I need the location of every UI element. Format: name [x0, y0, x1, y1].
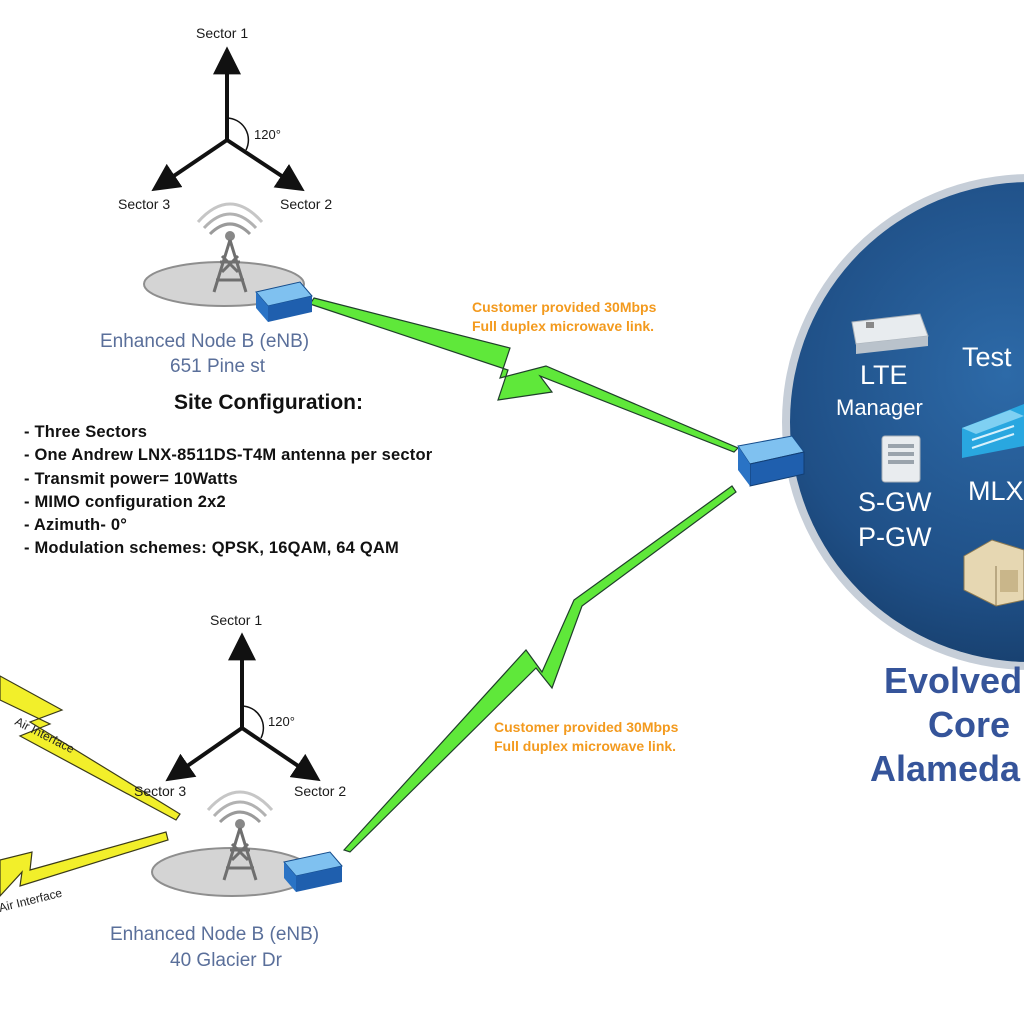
site-a-sector1-label: Sector 1 [196, 25, 248, 41]
site-a: Sector 1 Sector 2 Sector 3 120° Enhanced… [100, 25, 332, 377]
site-b-angle-label: 120° [268, 714, 295, 729]
sgw-label: S-GW [858, 487, 932, 517]
site-b-sector-axes [165, 632, 321, 782]
core-network: LTE Manager Test S-GW P-GW MLX [782, 174, 1024, 670]
site-b-sector1-label: Sector 1 [210, 612, 262, 628]
microwave-link-top [309, 297, 740, 453]
site-config-item: - Transmit power= 10Watts [24, 469, 238, 488]
epc-title-line1: Evolved [884, 660, 1022, 701]
air-interface-link-lower [0, 831, 169, 897]
site-a-sector2-label: Sector 2 [280, 196, 332, 212]
site-a-enb-name: Enhanced Node B (eNB) [100, 331, 309, 352]
aggregation-switch-icon [737, 435, 805, 487]
pgw-label: P-GW [858, 522, 932, 552]
site-config-item: - MIMO configuration 2x2 [24, 492, 226, 511]
epc-title-line3: Alameda [870, 748, 1021, 789]
mlx-switch-icon [962, 404, 1024, 458]
site-b: Sector 1 Sector 2 Sector 3 120° Enhanced… [110, 612, 346, 971]
gateway-server-icon [881, 435, 921, 483]
site-configuration-title: Site Configuration: [174, 391, 363, 414]
top-link-label-line2: Full duplex microwave link. [472, 318, 654, 334]
lte-manager-server-icon [851, 313, 929, 354]
epc-title-line2: Core [928, 704, 1010, 745]
site-a-sector-axes [151, 46, 305, 192]
site-config-item: - Three Sectors [24, 423, 148, 441]
air-interface-label-lower: Air Interface [0, 886, 64, 915]
bottom-link-label-line1: Customer provided 30Mbps [494, 719, 679, 735]
bottom-link-label-line2: Full duplex microwave link. [494, 738, 676, 754]
site-a-switch-icon [255, 281, 313, 322]
site-a-enb-address: 651 Pine st [170, 356, 266, 377]
microwave-link-bottom [342, 485, 737, 853]
site-configuration: Site Configuration: - Three Sectors - On… [24, 391, 624, 561]
site-b-switch-icon [283, 851, 343, 892]
site-b-sector2-label: Sector 2 [294, 783, 346, 799]
site-a-angle-label: 120° [254, 127, 281, 142]
site-configuration-list: - Three Sectors - One Andrew LNX-8511DS-… [24, 421, 624, 561]
site-config-item: - Modulation schemes: QPSK, 16QAM, 64 QA… [24, 539, 399, 558]
site-b-enb-address: 40 Glacier Dr [170, 950, 283, 971]
air-interface-link-upper [0, 675, 181, 821]
core-circle [790, 182, 1024, 662]
lte-label: LTE [860, 360, 908, 390]
site-b-sector3-label: Sector 3 [134, 783, 186, 799]
site-a-sector3-label: Sector 3 [118, 196, 170, 212]
site-config-item: - Azimuth- 0° [24, 516, 127, 535]
site-b-enb-name: Enhanced Node B (eNB) [110, 924, 319, 945]
mlx-label: MLX [968, 476, 1024, 506]
site-config-item: - One Andrew LNX-8511DS-T4M antenna per … [24, 446, 433, 465]
manager-label: Manager [836, 395, 923, 420]
test-server-icon [963, 539, 1024, 607]
test-label: Test [962, 342, 1012, 372]
top-link-label-line1: Customer provided 30Mbps [472, 299, 657, 315]
